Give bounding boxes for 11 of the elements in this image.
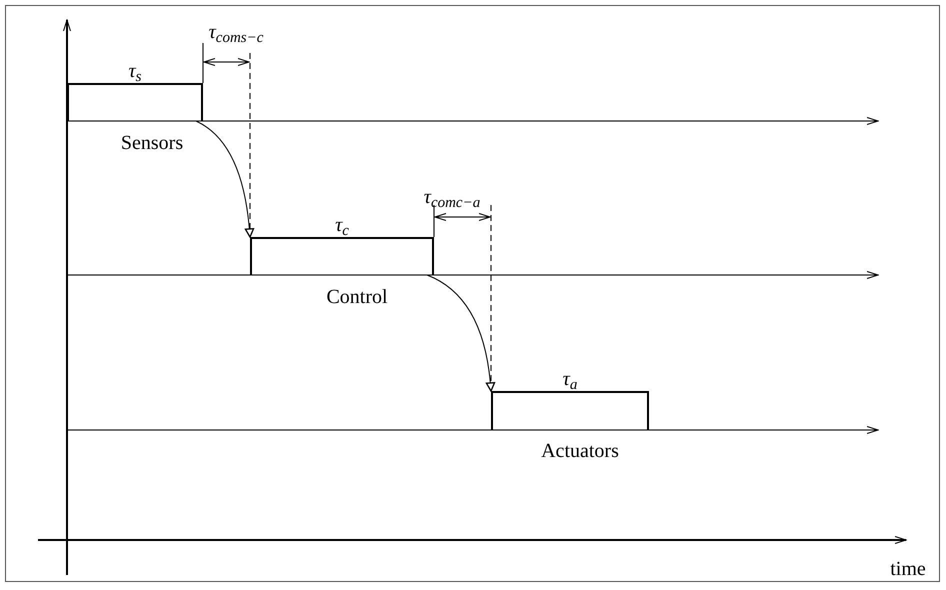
curved-arrow [196, 120, 254, 238]
row-label: Actuators [541, 441, 619, 461]
row-label: Sensors [120, 133, 184, 153]
duration-label: τ$_{a}$ [562, 369, 578, 391]
row-label: Control [326, 287, 388, 307]
curved-arrow [426, 274, 495, 392]
axis-label: time [890, 559, 926, 579]
duration-label: τ$_{s}$ [128, 61, 142, 83]
delay-label: τ$_{comc−a}$ [424, 187, 480, 207]
duration-label: τ$_{c}$ [335, 215, 349, 237]
delay-label: τ$_{coms−c}$ [208, 22, 264, 42]
